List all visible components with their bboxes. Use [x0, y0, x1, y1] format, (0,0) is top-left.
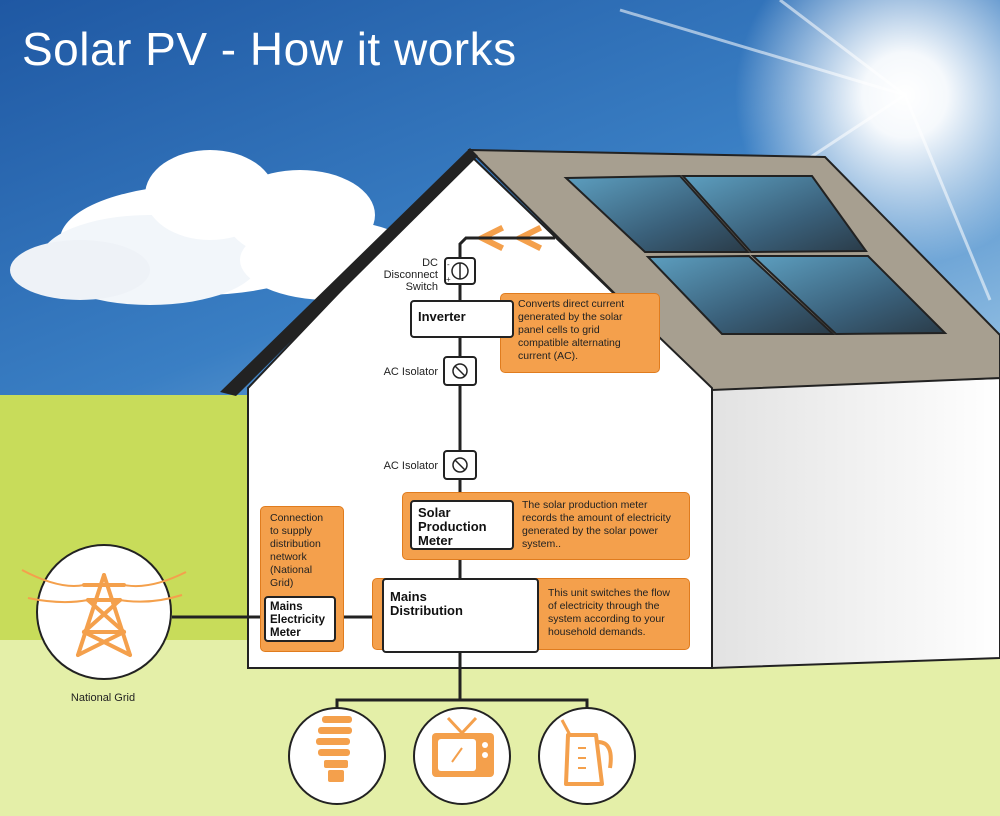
national-grid-label: National Grid	[70, 692, 136, 704]
kettle-icon	[538, 707, 636, 805]
ac-isolator-label: AC Isolator	[383, 366, 438, 378]
dc-switch-label: DC Disconnect Switch	[383, 257, 438, 293]
solar-panels	[563, 174, 948, 336]
lightbulb-icon	[288, 707, 386, 805]
mains-distribution-box: Mains Distribution	[382, 578, 539, 653]
tv-icon	[413, 707, 511, 805]
mains-distribution-note-text: This unit switches the flow of electrici…	[548, 587, 670, 638]
ac-isolator-label: AC Isolator	[383, 460, 438, 472]
solar-meter-note-text: The solar production meter records the a…	[522, 499, 671, 550]
inverter-note	[500, 293, 660, 373]
svg-text:+: +	[446, 275, 451, 284]
mains-meter-box: Mains Electricity Meter	[264, 596, 336, 642]
dc-disconnect-switch-icon: - +	[444, 257, 476, 285]
page-title: Solar PV - How it works	[22, 23, 517, 75]
mains-meter-note-text: Connection to supply distribution networ…	[270, 512, 324, 589]
inverter-box: Inverter	[410, 300, 514, 338]
cloud-icon	[10, 150, 420, 305]
inverter-note-text: Converts direct current generated by the…	[518, 298, 625, 362]
ac-isolator-icon	[443, 356, 477, 386]
pylon-icon	[21, 544, 187, 680]
ac-isolator-icon	[443, 450, 477, 480]
svg-text:-: -	[447, 260, 450, 269]
solar-meter-box: Solar Production Meter	[410, 500, 514, 550]
